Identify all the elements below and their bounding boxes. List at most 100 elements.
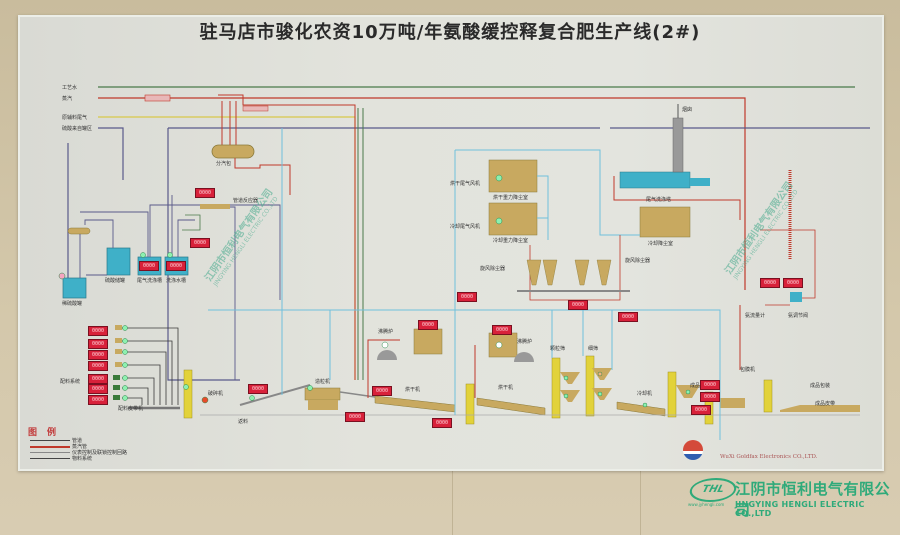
- elevator-3: [551, 357, 561, 419]
- cyclone-meter-2: 0000: [618, 312, 638, 322]
- steam-heater: [144, 94, 171, 102]
- coating-meter-2: 0000: [700, 392, 720, 402]
- label-cooler-exhaust-fan: 冷却尾气风机: [450, 224, 481, 230]
- feed-pipe: [98, 127, 124, 180]
- label-dryer-2: 烘干机: [498, 385, 514, 391]
- legend-line-material: [30, 458, 70, 459]
- flow-meter-7: 0000: [88, 395, 108, 405]
- label-screen-2: 细筛: [588, 346, 599, 352]
- hot-air-furnaces: [367, 328, 534, 398]
- label-coating-machine: 包膜机: [740, 367, 756, 373]
- top-meter: 0000: [457, 292, 477, 302]
- legend-line-steam: [30, 446, 70, 448]
- label-batching: 配料系统: [60, 379, 81, 385]
- label-cooler: 冷却机: [637, 391, 653, 397]
- sulfuric-acid-storage: [106, 247, 131, 276]
- header-pipes: [67, 86, 870, 381]
- dilute-acid-tank: [62, 277, 87, 299]
- steam-branch: [218, 94, 356, 380]
- pipe-reactor: [200, 204, 230, 209]
- elevator-1: [183, 369, 193, 419]
- label-coating-screen: 成品筛: [690, 383, 706, 389]
- label-cooler-dust-room: 冷却重力降尘室: [493, 238, 529, 244]
- label-ammonia-valve: 氨调节阀: [788, 313, 809, 319]
- furnace-2-dome: [514, 352, 534, 362]
- steam-heater-2: [242, 105, 269, 112]
- steam-meter-1: 0000: [195, 188, 215, 198]
- granulator-meter: 0000: [248, 384, 268, 394]
- batching-hoppers: [113, 325, 122, 400]
- granulator-base: [308, 400, 338, 410]
- coating-drum: [720, 398, 745, 408]
- feed-conveyor: [239, 384, 311, 406]
- cooler-drum: [616, 401, 666, 417]
- company-url: www.jyhengli.com: [688, 502, 725, 507]
- label-ammonia-meter: 氨流量计: [745, 313, 766, 319]
- label-acid-storage: 硫酸储罐: [105, 278, 126, 284]
- goldfax-company-name: WuXi Goldfax Electronics CO.,LTD.: [720, 454, 818, 460]
- furnace-1: [413, 328, 443, 355]
- steam-drum: [211, 144, 291, 195]
- pipe-label-steam: 蒸汽: [62, 96, 73, 102]
- wall-seam: [452, 470, 453, 535]
- cyclone-meter-1: 0000: [568, 300, 588, 310]
- label-steam-drum: 分汽包: [216, 161, 232, 167]
- dryer-inlet-meter: 0000: [372, 386, 392, 396]
- mimic-panel-board: [18, 15, 884, 471]
- label-hot-furnace-2: 沸腾炉: [517, 339, 533, 345]
- label-return-belt: 返料: [238, 419, 249, 425]
- label-cyclone-1: 旋风除尘器: [480, 266, 506, 272]
- indicator-lamps: [58, 174, 691, 408]
- goldfax-logo: [683, 440, 703, 460]
- tank-level-meter-2: 0000: [166, 261, 186, 271]
- coating-meter-1: 0000: [700, 380, 720, 390]
- dryer2-drum: [476, 397, 546, 416]
- screen-2: [560, 390, 580, 402]
- label-granulator: 造粒机: [315, 379, 331, 385]
- tank-level-meter-1: 0000: [139, 261, 159, 271]
- label-chimney: 烟囱: [682, 107, 693, 113]
- main-process-line: [200, 368, 860, 417]
- elevator-7: [763, 379, 773, 413]
- flow-meter-5: 0000: [88, 374, 108, 384]
- scrubber-basin: [619, 171, 691, 189]
- flow-meter-2: 0000: [88, 339, 108, 349]
- legend-title: 图例: [28, 428, 67, 438]
- legend-item-material: 物料系统: [72, 456, 93, 462]
- label-crusher: 破碎机: [208, 391, 224, 397]
- label-scrubber-tank-1: 尾气洗涤槽: [137, 278, 163, 284]
- dryer-dust-room-1: [488, 159, 538, 193]
- label-pipe-reactor: 管道反应器: [233, 198, 259, 204]
- label-conveyor: 成品皮带: [815, 401, 836, 407]
- flow-meter-1: 0000: [88, 326, 108, 336]
- wall-seam: [640, 470, 641, 535]
- furnace-1-dome: [377, 350, 397, 360]
- elevator-2: [465, 383, 475, 425]
- company-name-cn: 江阴市恒利电气有限公司: [735, 480, 891, 519]
- screen-1: [560, 372, 580, 384]
- coating-meter-3: 0000: [691, 405, 711, 415]
- ammonia-section: [739, 170, 816, 370]
- elevator-4: [585, 355, 595, 417]
- label-cooler-room: 冷却降尘室: [648, 241, 674, 247]
- product-pile: [780, 405, 860, 412]
- feed-to-granulator-pipe: [167, 128, 240, 381]
- air-lines: [208, 128, 721, 440]
- company-name-en: JINGYING HENGLI ELECTRIC CO.,LTD: [735, 500, 865, 518]
- pipe-label-feed: 硫酸来自罐区: [62, 126, 93, 132]
- legend-item-control: 仪表控制及联锁控制回路: [72, 450, 128, 456]
- label-scrubber-tank-2: 洗涤水槽: [166, 278, 187, 284]
- furnace-1-meter: 0000: [418, 320, 438, 330]
- ammonia-meter-a: 0000: [760, 278, 780, 288]
- flow-meter-4: 0000: [88, 361, 108, 371]
- pipe-label-process-water: 工艺水: [62, 85, 78, 91]
- cooler-dust-room: [639, 206, 691, 238]
- dryer-outlet-meter: 0000: [432, 418, 452, 428]
- label-dryer-dust-room: 烘干重力降尘室: [493, 195, 529, 201]
- label-dilute-acid-tank: 稀硫酸罐: [62, 301, 83, 307]
- ammonia-meter-b: 0000: [783, 278, 803, 288]
- flow-meter-6: 0000: [88, 384, 108, 394]
- cyclones: [517, 259, 630, 292]
- label-tail-gas-scrubber: 尾气洗涤塔: [646, 197, 672, 203]
- label-screen-1: 颗粒筛: [550, 346, 566, 352]
